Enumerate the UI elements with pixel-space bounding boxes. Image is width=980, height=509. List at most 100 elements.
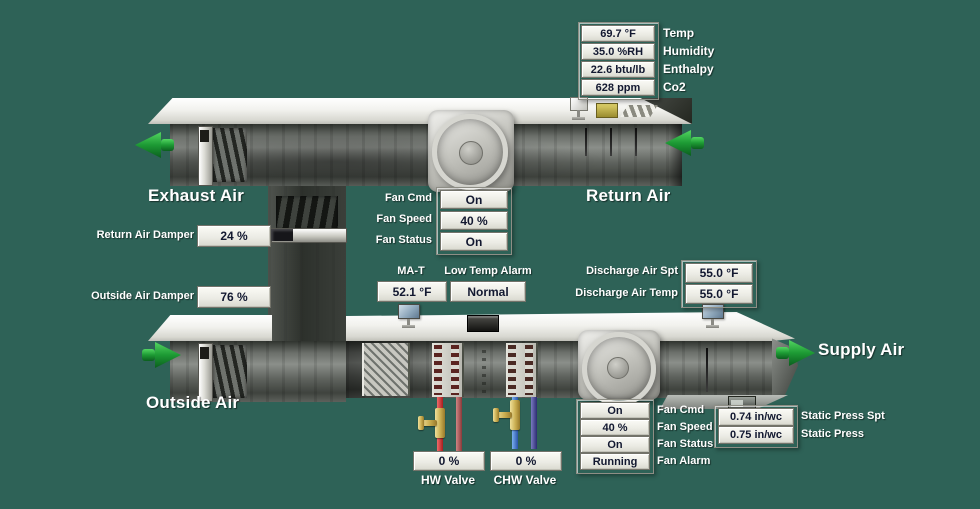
return-co2-value[interactable]: 628 ppm: [581, 79, 655, 96]
outside-damper-actuator: [200, 347, 209, 359]
discharge-temp-label: Discharge Air Temp: [575, 287, 678, 299]
co2-sensor-icon: [596, 103, 618, 118]
return-duct-probe: [585, 128, 587, 156]
return-temp-value[interactable]: 69.7 °F: [581, 25, 655, 42]
supply-duct-body: [346, 341, 772, 398]
supply-fan-hub: [607, 357, 629, 379]
outside-damper-louver: [213, 345, 247, 398]
supply-flow-arrow-icon: [776, 340, 815, 366]
return-humidity-value[interactable]: 35.0 %RH: [581, 43, 655, 60]
coil-tubes: [525, 345, 533, 395]
discharge-spt-value[interactable]: 55.0 °F: [685, 263, 753, 283]
supply-duct-probe: [706, 348, 708, 392]
return-air-damper-label: Return Air Damper: [96, 229, 194, 241]
discharge-panel: [681, 260, 757, 308]
ma-t-value[interactable]: 52.1 °F: [377, 281, 447, 302]
outside-flow-arrow-icon: [142, 342, 181, 368]
supply-fan-status-value[interactable]: On: [580, 436, 650, 453]
return-air-sensor-icon: [568, 97, 590, 122]
outside-air-damper-value[interactable]: 76 %: [197, 286, 271, 308]
return-duct-probe: [635, 128, 637, 156]
coil-tubes: [508, 345, 516, 395]
hw-valve-icon: [418, 408, 448, 440]
static-press-spt-value[interactable]: 0.74 in/wc: [718, 408, 794, 426]
valve-body: [435, 408, 445, 438]
ma-t-label: MA-T: [397, 265, 425, 277]
sensor-face: [731, 400, 743, 407]
exhaust-flow-arrow-icon: [135, 132, 174, 158]
sensor-stem: [407, 319, 410, 325]
valve-cap: [418, 416, 424, 430]
static-press-label: Static Press: [801, 428, 864, 440]
return-fan-hub: [459, 141, 483, 165]
discharge-temp-value[interactable]: 55.0 °F: [685, 284, 753, 304]
discharge-spt-label: Discharge Air Spt: [586, 265, 678, 277]
outside-duct-roof: [148, 315, 272, 341]
supply-fan-cmd-value[interactable]: On: [580, 402, 650, 419]
supply-fan-alarm-value[interactable]: Running: [580, 453, 650, 470]
return-air-damper-louver: [276, 196, 338, 230]
valve-body: [510, 400, 520, 430]
coil-divider: [482, 350, 486, 394]
return-fan-speed-label: Fan Speed: [376, 213, 432, 225]
return-fan-status-value[interactable]: On: [440, 232, 508, 251]
low-temp-alarm-value[interactable]: Normal: [450, 281, 526, 302]
valve-arm: [496, 412, 512, 418]
co2-label: Co2: [663, 80, 686, 94]
exhaust-damper-actuator: [200, 130, 209, 142]
hw-valve-value[interactable]: 0 %: [413, 451, 485, 471]
return-fan-panel: [436, 187, 512, 255]
sensor-base: [402, 325, 415, 328]
enthalpy-label: Enthalpy: [663, 62, 714, 76]
static-press-value[interactable]: 0.75 in/wc: [718, 426, 794, 444]
supply-fan-speed-value[interactable]: 40 %: [580, 419, 650, 436]
return-fan-status-label: Fan Status: [375, 234, 432, 246]
chw-valve-icon: [493, 400, 523, 432]
hw-coil: [432, 343, 464, 397]
chw-valve-label: CHW Valve: [493, 473, 557, 487]
filter-icon: [362, 343, 410, 396]
supply-air-label: Supply Air: [818, 340, 905, 359]
duct-shadow: [170, 124, 682, 186]
chw-return-pipe: [531, 397, 537, 449]
supply-fan-speed-label: Fan Speed: [657, 421, 713, 433]
return-air-sensor-panel: [578, 22, 659, 100]
outside-air-label: Outside Air: [146, 393, 240, 412]
valve-cap: [493, 408, 499, 422]
valve-arm: [421, 420, 437, 426]
hw-valve-label: HW Valve: [420, 473, 476, 487]
static-press-spt-label: Static Press Spt: [801, 410, 885, 422]
duct-texture: [346, 341, 772, 398]
humidity-label: Humidity: [663, 44, 715, 58]
return-flow-arrow-icon: [665, 130, 704, 156]
supply-fan-status-label: Fan Status: [657, 438, 714, 450]
duct-texture: [170, 124, 682, 186]
sensor-base: [706, 325, 719, 328]
return-fan-cmd-label: Fan Cmd: [384, 192, 432, 204]
return-fan-speed-value[interactable]: 40 %: [440, 211, 508, 230]
sensor-stem: [711, 319, 714, 325]
return-fan-cmd-value[interactable]: On: [440, 190, 508, 209]
return-air-damper-actuator: [271, 229, 293, 241]
low-temp-alarm-label: Low Temp Alarm: [444, 265, 532, 277]
duct-shadow: [346, 341, 772, 398]
chw-coil: [506, 343, 538, 397]
supply-fan-alarm-label: Fan Alarm: [657, 455, 711, 467]
return-duct-probe: [610, 128, 612, 156]
supply-fan-cmd-label: Fan Cmd: [657, 404, 705, 416]
outside-air-damper-label: Outside Air Damper: [91, 290, 194, 302]
low-temp-stat-icon: [467, 315, 499, 332]
temp-label: Temp: [663, 26, 695, 40]
return-air-label: Return Air: [586, 186, 671, 205]
return-enthalpy-value[interactable]: 22.6 btu/lb: [581, 61, 655, 78]
sensor-stem: [577, 110, 580, 117]
chw-valve-value[interactable]: 0 %: [490, 451, 562, 471]
coil-tubes: [451, 345, 459, 395]
exhaust-air-label: Exhaust Air: [148, 186, 245, 205]
return-air-damper-value[interactable]: 24 %: [197, 225, 271, 247]
exhaust-damper-louver: [213, 128, 247, 182]
coil-tubes: [434, 345, 442, 395]
return-duct-body: [170, 124, 682, 186]
sensor-base: [572, 117, 585, 120]
